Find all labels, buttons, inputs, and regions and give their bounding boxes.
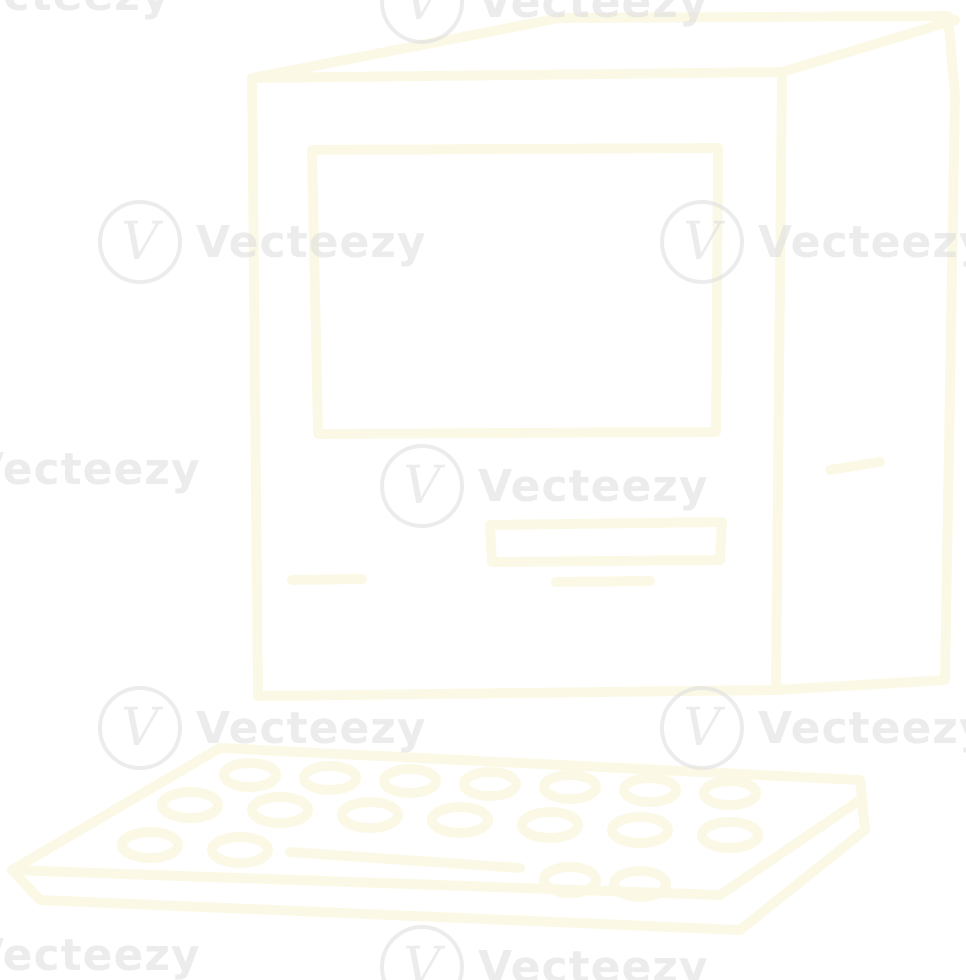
space-bar	[285, 847, 525, 873]
front-line-left	[287, 574, 367, 585]
keyboard-edge	[7, 795, 865, 900]
monitor-screen	[307, 143, 723, 439]
keyboard-keys	[117, 758, 763, 902]
monitor-front	[247, 67, 787, 701]
front-line-right	[551, 576, 655, 587]
monitor-side	[247, 11, 960, 695]
drive-slot	[485, 517, 727, 567]
side-mark	[825, 457, 885, 475]
